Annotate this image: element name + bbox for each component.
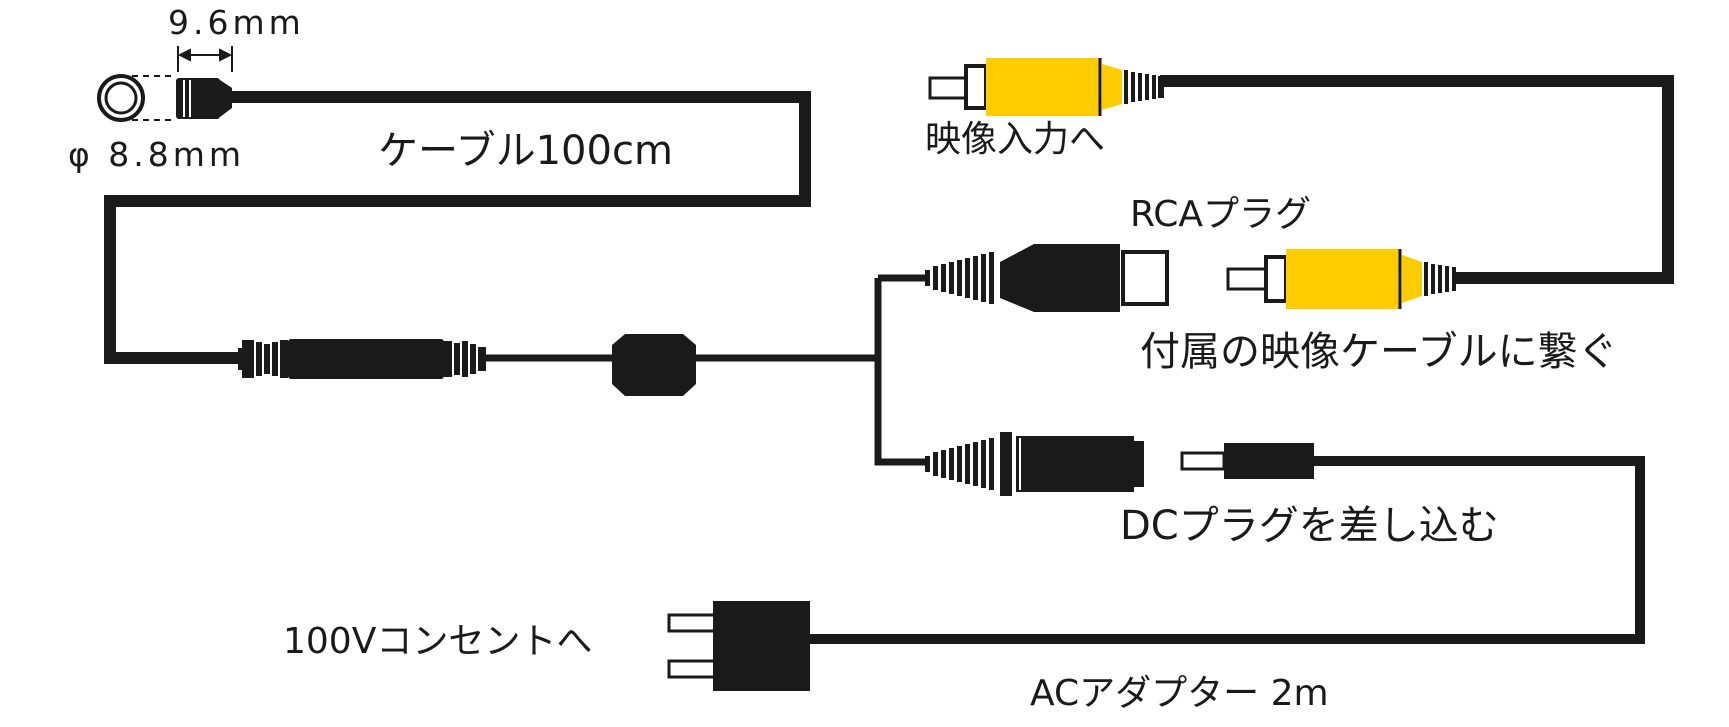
female-rca-connector xyxy=(925,244,1169,312)
yellow-rca-plug-top xyxy=(928,58,1164,116)
ac-adapter-cable xyxy=(810,456,1645,644)
inline-connector xyxy=(238,339,486,379)
video-input-label: 映像入力へ xyxy=(925,119,1106,160)
lens-diameter-label: φ 8.8mm xyxy=(68,135,246,174)
lens-width-label: 9.6mm xyxy=(168,3,305,42)
camera-lens xyxy=(97,74,232,122)
male-dc-plug xyxy=(1180,443,1314,479)
camera-cable-label: ケーブル100cm xyxy=(378,128,673,174)
splitter-cable xyxy=(485,274,925,466)
ac-adapter xyxy=(667,601,810,691)
lens-width-dimension xyxy=(177,46,233,72)
yellow-rca-plug-middle xyxy=(1226,249,1456,309)
ac-adapter-label: ACアダプター 2m xyxy=(1030,673,1329,714)
video-cable xyxy=(1160,75,1674,284)
rca-plug-label: RCAプラグ xyxy=(1130,194,1311,235)
dc-plug-label: DCプラグを差し込む xyxy=(1120,503,1499,549)
outlet-label: 100Vコンセントへ xyxy=(283,621,593,662)
ferrite-core xyxy=(612,334,696,396)
female-dc-jack xyxy=(925,432,1144,496)
connect-video-cable-label: 付属の映像ケーブルに繋ぐ xyxy=(1140,329,1618,375)
camera-cable xyxy=(104,91,811,364)
